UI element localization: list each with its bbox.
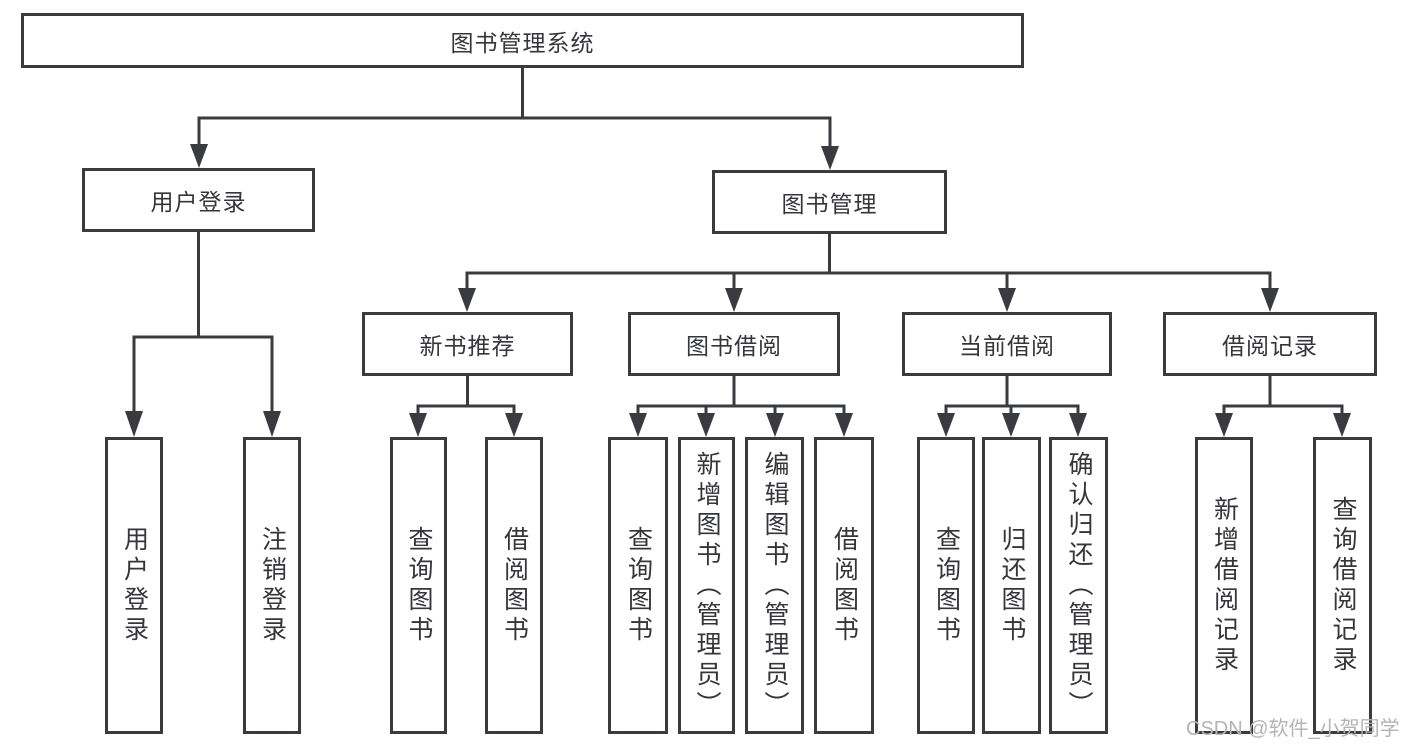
- arrowhead-icon: [458, 288, 476, 312]
- leaf-logout: 注销登录: [243, 437, 301, 734]
- node-current-borrowing: 当前借阅: [902, 312, 1112, 376]
- arrowhead-icon: [1215, 413, 1233, 437]
- node-borrowing-records: 借阅记录: [1163, 312, 1377, 376]
- node-library-management-system: 图书管理系统: [21, 13, 1024, 68]
- node-label: 新书推荐: [419, 333, 516, 359]
- node-label: 图书借阅: [686, 333, 782, 359]
- csdn-watermark: CSDN @软件_小贺同学: [1186, 718, 1400, 740]
- node-label: 借阅图书: [500, 525, 529, 646]
- node-label: 新增借阅记录: [1210, 495, 1239, 676]
- leaf-add-books-admin: 新增图书（管理员）: [678, 437, 735, 734]
- node-label: 图书管理: [781, 191, 878, 217]
- node-label: 借阅记录: [1222, 333, 1318, 359]
- node-user-login: 用户登录: [82, 168, 315, 232]
- arrowhead-icon: [125, 411, 143, 437]
- arrowhead-icon: [263, 411, 281, 437]
- node-book-management: 图书管理: [712, 170, 947, 234]
- leaf-edit-books-admin: 编辑图书（管理员）: [745, 437, 804, 734]
- leaf-search-borrow-record: 查询借阅记录: [1313, 437, 1372, 734]
- node-new-book-recommendation: 新书推荐: [362, 312, 573, 376]
- arrowhead-icon: [998, 288, 1016, 312]
- arrowhead-icon: [1261, 288, 1279, 312]
- arrowhead-icon: [1002, 413, 1020, 437]
- node-label: 归还图书: [998, 525, 1026, 646]
- arrowhead-icon: [725, 288, 743, 312]
- leaf-return-books: 归还图书: [982, 437, 1041, 734]
- leaf-search-books-borrow: 查询图书: [608, 437, 668, 734]
- arrowhead-group: [125, 144, 1351, 437]
- node-label: 当前借阅: [959, 333, 1055, 359]
- node-label: 查询图书: [405, 525, 433, 646]
- leaf-add-borrow-record: 新增借阅记录: [1195, 437, 1253, 734]
- arrowhead-icon: [1333, 413, 1351, 437]
- node-label: 编辑图书（管理员）: [761, 450, 789, 721]
- node-label: 借阅图书: [830, 525, 859, 646]
- node-label: 图书管理系统: [450, 29, 595, 56]
- node-label: 用户登录: [120, 525, 149, 646]
- leaf-borrow-books: 借阅图书: [814, 437, 874, 734]
- node-label: 用户登录: [150, 189, 247, 215]
- arrowhead-icon: [629, 413, 647, 437]
- arrowhead-icon: [505, 413, 523, 437]
- leaf-search-books-recommend: 查询图书: [390, 437, 447, 734]
- arrowhead-icon: [190, 144, 208, 168]
- arrowhead-icon: [1069, 413, 1087, 437]
- node-label: 确认归还（管理员）: [1065, 450, 1093, 721]
- leaf-user-login: 用户登录: [105, 437, 163, 734]
- arrowhead-icon: [937, 413, 955, 437]
- leaf-confirm-return-admin: 确认归还（管理员）: [1049, 437, 1108, 734]
- node-label: 新增图书（管理员）: [693, 450, 721, 721]
- arrowhead-icon: [697, 413, 715, 437]
- node-label: 查询图书: [932, 525, 961, 646]
- leaf-search-books-current: 查询图书: [917, 437, 975, 734]
- leaf-borrow-books-recommend: 借阅图书: [485, 437, 543, 734]
- arrowhead-icon: [766, 413, 784, 437]
- node-label: 查询借阅记录: [1329, 495, 1357, 676]
- arrowhead-icon: [821, 146, 839, 170]
- arrowhead-icon: [835, 413, 853, 437]
- node-label: 注销登录: [258, 525, 287, 646]
- node-book-borrowing: 图书借阅: [628, 312, 840, 376]
- node-label: 查询图书: [624, 525, 653, 646]
- arrowhead-icon: [409, 413, 427, 437]
